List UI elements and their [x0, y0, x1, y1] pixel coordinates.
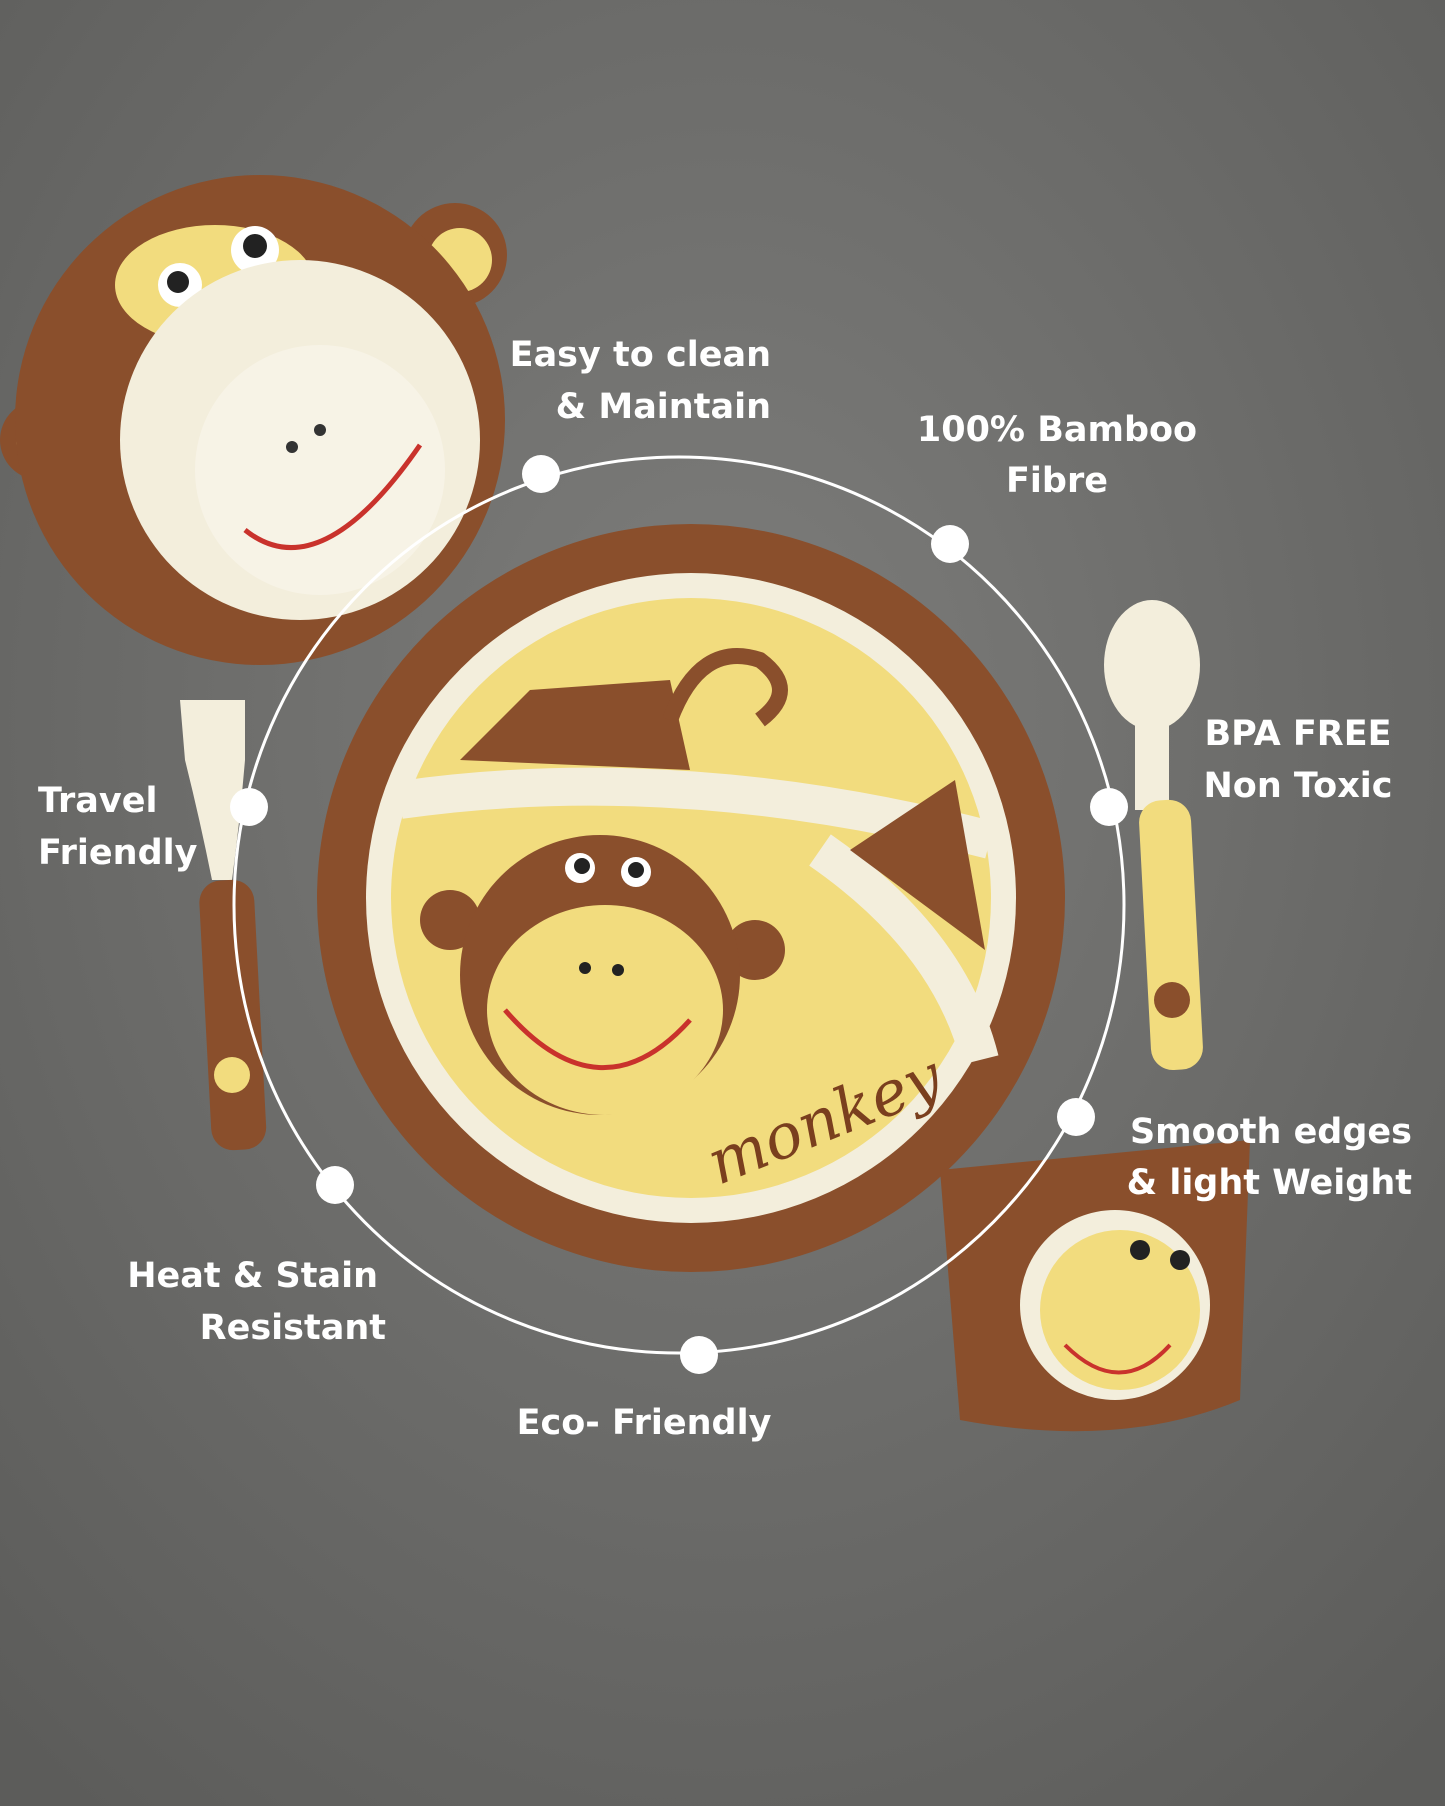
feature-dot-bpa	[1090, 788, 1128, 826]
feature-dot-travel	[230, 788, 268, 826]
label-line: Smooth edges	[1130, 1112, 1412, 1152]
feature-label-bpa: BPA FREE Non Toxic	[1203, 714, 1392, 806]
feature-label-bamboo: 100% Bamboo Fibre	[917, 410, 1197, 501]
feature-label-eco: Eco- Friendly	[517, 1403, 772, 1443]
monkey-plate: monkey	[317, 524, 1065, 1272]
label-line: Resistant	[200, 1308, 386, 1348]
monkey-cup	[940, 1140, 1250, 1432]
label-line: Easy to clean	[510, 335, 771, 375]
monkey-fork	[180, 700, 267, 1151]
monkey-bowl	[0, 175, 507, 665]
feature-dot-smooth	[1057, 1098, 1095, 1136]
label-line: & Maintain	[556, 387, 771, 427]
feature-label-easy-clean: Easy to clean & Maintain	[510, 335, 771, 427]
label-line: Travel	[38, 781, 157, 821]
label-line: Fibre	[1006, 461, 1108, 501]
label-line: BPA FREE	[1204, 714, 1391, 754]
feature-dot-eco	[680, 1336, 718, 1374]
feature-dot-easy-clean	[522, 455, 560, 493]
feature-dot-bamboo	[931, 525, 969, 563]
feature-ring	[230, 455, 1128, 1374]
label-line: 100% Bamboo	[917, 410, 1197, 450]
label-line: Non Toxic	[1203, 766, 1392, 806]
feature-dot-heat	[316, 1166, 354, 1204]
label-line: Heat & Stain	[127, 1256, 378, 1296]
label-line: Eco- Friendly	[517, 1403, 772, 1443]
feature-label-travel: Travel Friendly	[38, 781, 198, 873]
monkey-spoon	[1104, 600, 1203, 1071]
label-line: & light Weight	[1127, 1163, 1412, 1203]
label-line: Friendly	[38, 833, 198, 873]
feature-label-smooth: Smooth edges & light Weight	[1127, 1112, 1412, 1203]
feature-label-heat: Heat & Stain Resistant	[127, 1256, 386, 1348]
